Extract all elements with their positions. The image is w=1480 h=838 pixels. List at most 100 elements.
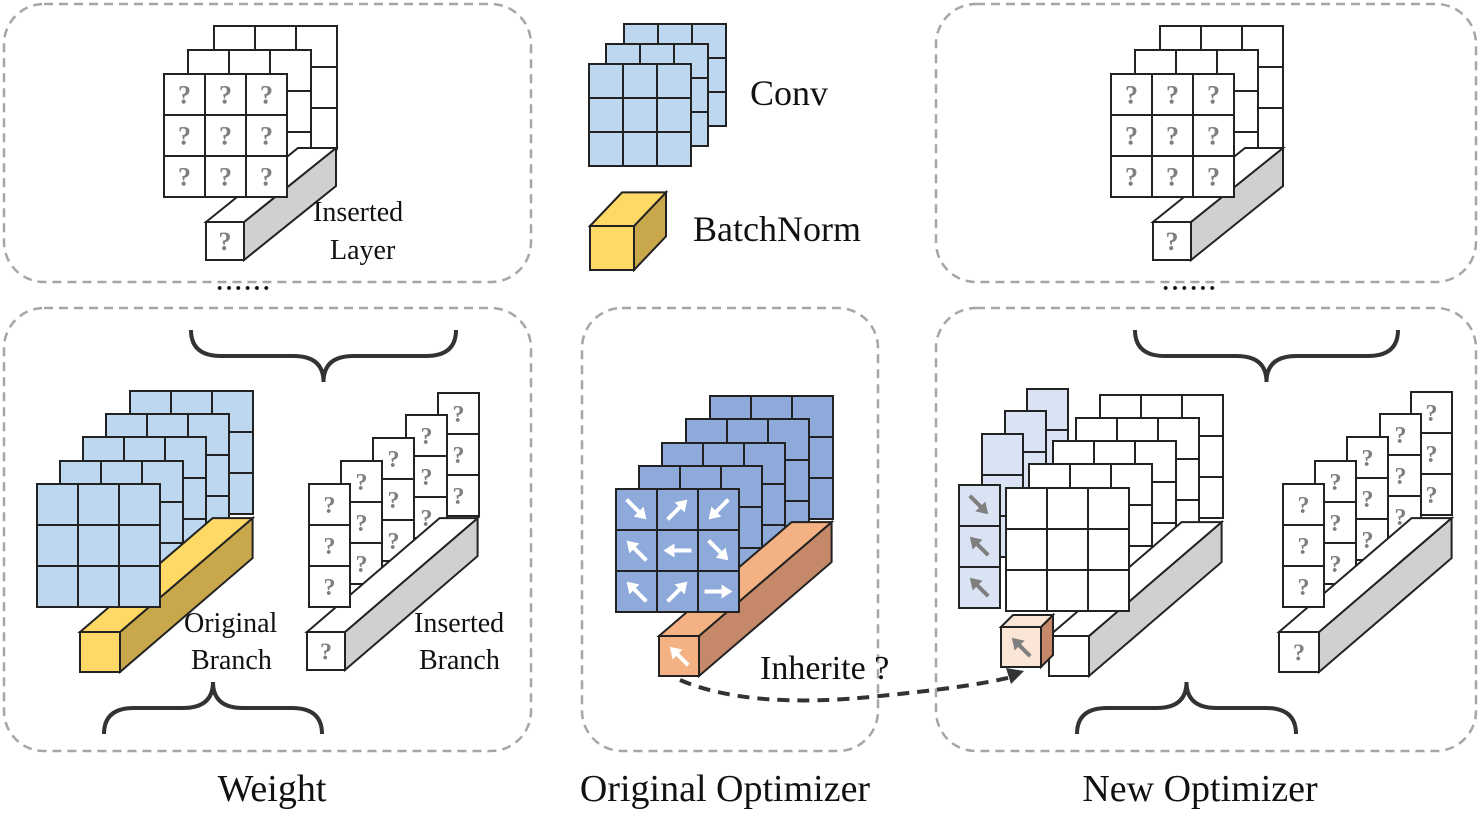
bar-front	[79, 631, 121, 673]
question-mark: ?	[1395, 464, 1407, 490]
arrow-head	[975, 501, 989, 515]
new-layer-front-grid: ?????????	[1110, 73, 1235, 198]
grid-cell	[720, 465, 763, 508]
question-mark: ?	[320, 639, 332, 665]
question-mark: ?	[1362, 446, 1374, 472]
optimizer-state-front-grid	[615, 488, 740, 613]
bar-front	[1152, 221, 1192, 261]
shapes-layer: ????????????????????????????????????????…	[36, 23, 1455, 735]
question-mark: ?	[1298, 493, 1310, 519]
weight-caption: Weight	[217, 768, 327, 810]
gradient-arrow-icon	[707, 539, 729, 561]
grid-cell	[622, 97, 658, 133]
question-mark: ?	[219, 163, 232, 192]
question-mark: ?	[1166, 163, 1179, 192]
new-optimizer-inherited-bn-cell	[998, 612, 1056, 670]
inserted-branch-label-line2: Branch	[419, 645, 500, 676]
question-mark: ?	[178, 81, 191, 110]
gradient-arrow-icon	[969, 536, 990, 557]
bar-front	[1048, 635, 1090, 677]
grid-cell	[1192, 155, 1235, 198]
question-mark: ?	[1207, 81, 1220, 110]
bar-front	[1278, 631, 1320, 673]
arrow-head	[674, 581, 688, 595]
question-mark: ?	[356, 552, 368, 578]
arrow-head	[663, 543, 675, 558]
top-left-ellipsis: ······	[214, 270, 272, 307]
question-mark: ?	[260, 81, 273, 110]
grid-cell	[1046, 528, 1089, 571]
grid-cell	[656, 63, 692, 99]
inserted-branch-label-line1: Inserted	[414, 608, 505, 639]
grid-cell	[163, 73, 206, 116]
question-mark: ?	[1125, 122, 1138, 151]
original-optimizer-caption: Original Optimizer	[579, 768, 871, 810]
grid-cell	[1087, 487, 1130, 530]
grid-cell	[163, 155, 206, 198]
legend-batchnorm-cube	[587, 189, 669, 273]
grid-cell	[308, 565, 351, 608]
question-mark: ?	[453, 484, 465, 510]
grid-cell	[588, 97, 624, 133]
question-mark: ?	[421, 506, 433, 532]
panel-top-right	[934, 2, 1478, 284]
grid-cell	[622, 63, 658, 99]
gradient-arrow-icon	[704, 584, 733, 599]
question-mark: ?	[1293, 640, 1305, 666]
arrow-head	[626, 581, 640, 595]
grid-cell	[77, 524, 120, 567]
question-mark: ?	[356, 511, 368, 537]
grid-cell	[656, 570, 699, 613]
gradient-arrow-icon	[626, 581, 648, 603]
question-mark: ?	[453, 443, 465, 469]
question-mark: ?	[388, 447, 400, 473]
question-mark: ?	[421, 424, 433, 450]
grid-cell	[77, 565, 120, 608]
question-mark: ?	[1362, 528, 1374, 554]
grid-cell	[656, 97, 692, 133]
inherit-dashed-arrow	[679, 674, 1016, 703]
panel-weight	[2, 306, 533, 753]
arrow-head	[669, 646, 683, 660]
overlay-layer	[679, 668, 1024, 703]
bar-front	[306, 631, 346, 671]
panels-layer	[2, 2, 1478, 753]
question-mark: ?	[324, 534, 336, 560]
question-mark: ?	[178, 163, 191, 192]
original-branch-conv-front-grid	[36, 483, 161, 608]
inherit-question-label: Inherite ?	[760, 650, 890, 687]
grid-cell	[622, 131, 658, 167]
question-mark: ?	[1207, 163, 1220, 192]
question-mark: ?	[1330, 470, 1342, 496]
grid-cell	[1005, 487, 1048, 530]
question-mark: ?	[260, 122, 273, 151]
question-mark: ?	[1298, 575, 1310, 601]
grid-cell	[118, 565, 161, 608]
new-optimizer-inherited-column-front	[958, 484, 1001, 609]
gradient-arrow-icon	[968, 494, 989, 515]
question-mark: ?	[1125, 81, 1138, 110]
arrow-head	[674, 499, 688, 513]
arrow-head	[1011, 637, 1025, 651]
question-mark: ?	[1395, 423, 1407, 449]
grid-cell	[1151, 73, 1194, 116]
question-mark: ?	[1426, 483, 1438, 509]
gradient-arrow-icon	[625, 498, 647, 520]
arrow-head	[708, 506, 722, 520]
original-branch-label-line1: Original	[184, 608, 278, 639]
gradient-arrow-icon	[666, 499, 688, 521]
question-mark: ?	[1362, 487, 1374, 513]
question-mark: ?	[356, 470, 368, 496]
grid-cell	[36, 524, 79, 567]
question-mark: ?	[1330, 552, 1342, 578]
grid-cell	[1087, 569, 1130, 612]
panel-original-optimizer	[580, 306, 880, 753]
gradient-arrow-icon	[663, 543, 692, 558]
grid-cell	[163, 114, 206, 157]
question-mark: ?	[1207, 122, 1220, 151]
arrow-head	[969, 577, 983, 591]
inserted-layer-label-line2: Layer	[330, 235, 396, 266]
grid-cell	[958, 566, 1001, 609]
grid-cell	[36, 483, 79, 526]
